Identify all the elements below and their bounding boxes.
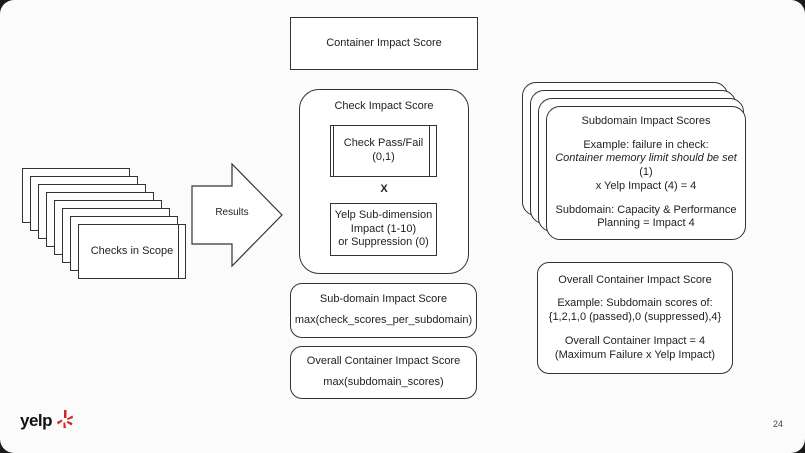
results-arrow — [191, 162, 283, 268]
subdimension-line-3: or Suppression (0) — [338, 236, 429, 249]
subdomain-impact-score-box: Sub-domain Impact Score max(check_scores… — [290, 283, 477, 338]
overall-container-impact-card: Overall Container Impact Score Example: … — [537, 262, 733, 374]
multiply-symbol: X — [380, 183, 388, 195]
overall-container-example-1: Example: Subdomain scores of: — [557, 297, 713, 310]
subdomain-example-check-name: Container memory limit should be set — [555, 152, 737, 165]
subdomain-result-line-1: Subdomain: Capacity & Performance — [555, 203, 737, 216]
yelp-logo-text: yelp — [20, 411, 53, 430]
overall-impact-score-title: Overall Container Impact Score — [306, 355, 461, 368]
checks-in-scope-card: Checks in Scope — [78, 224, 186, 279]
subdomain-scores-title: Subdomain Impact Scores — [581, 114, 711, 127]
check-pass-fail-range: (0,1) — [372, 151, 395, 163]
page-number: 24 — [772, 419, 783, 429]
subdimension-line-1: Yelp Sub-dimension — [334, 208, 433, 221]
subdomain-example-line-2: Container memory limit should be set (1) — [547, 152, 745, 180]
overall-container-result-2: (Maximum Failure x Yelp Impact) — [554, 348, 716, 361]
container-impact-score-box: Container Impact Score — [290, 17, 478, 70]
check-pass-fail-box: Check Pass/Fail (0,1) — [330, 125, 437, 177]
subdomain-result-line-2: Planning = Impact 4 — [597, 217, 695, 230]
container-impact-score-label: Container Impact Score — [326, 36, 442, 49]
subdomain-example-check-value: (1) — [639, 166, 653, 179]
check-pass-fail-text: Check Pass/Fail — [343, 137, 424, 150]
subdomain-example-line-1: Example: failure in check: — [583, 138, 709, 151]
yelp-logo: yelp — [20, 410, 74, 431]
checks-in-scope-label: Checks in Scope — [90, 244, 174, 257]
subdomain-impact-score-title: Sub-domain Impact Score — [319, 293, 448, 306]
overall-container-example-2: {1,2,1,0 (passed),0 (suppressed),4} — [548, 311, 722, 324]
yelp-burst-icon — [57, 410, 74, 428]
overall-impact-score-formula: max(subdomain_scores) — [323, 376, 444, 388]
results-label: Results — [215, 207, 249, 218]
check-impact-score-title: Check Impact Score — [334, 100, 434, 112]
subdimension-line-2: Impact (1-10) — [350, 222, 417, 235]
subdomain-example-line-3: x Yelp Impact (4) = 4 — [595, 179, 697, 192]
subdomain-impact-scores-card: Subdomain Impact Scores Example: failure… — [546, 106, 746, 240]
overall-container-result-1: Overall Container Impact = 4 — [564, 334, 706, 347]
overall-container-title: Overall Container Impact Score — [558, 273, 712, 286]
subdomain-impact-score-formula: max(check_scores_per_subdomain) — [294, 314, 473, 326]
overall-impact-score-box: Overall Container Impact Score max(subdo… — [290, 346, 477, 399]
subdimension-box: Yelp Sub-dimension Impact (1-10) or Supp… — [330, 203, 437, 256]
